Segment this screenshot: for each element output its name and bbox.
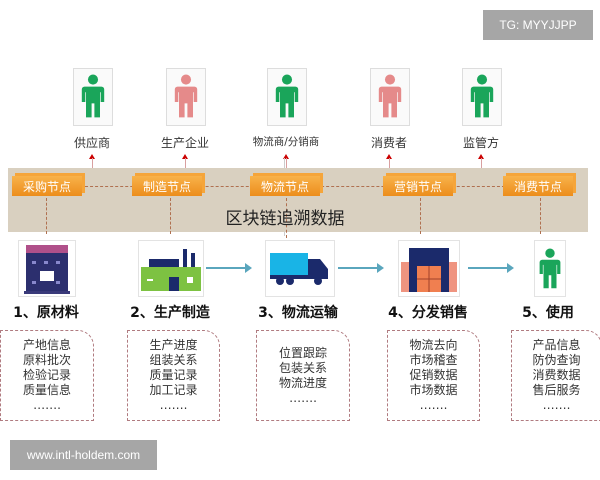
- node-drop-line: [286, 198, 287, 238]
- node-1: 制造节点: [132, 176, 202, 196]
- info-item: 组装关系: [149, 353, 198, 367]
- info-item: 市场稽查: [409, 353, 458, 367]
- participant-4: [462, 68, 502, 126]
- info-item: 产品信息: [532, 338, 581, 352]
- arrow-up-icon: [182, 154, 188, 159]
- node-drop-line: [420, 198, 421, 234]
- arrow-up-icon: [386, 154, 392, 159]
- person-icon: [167, 69, 205, 119]
- info-item: …….: [33, 398, 61, 412]
- info-item: 检验记录: [22, 368, 71, 382]
- pallet-boxes-icon: [18, 240, 76, 297]
- branch-line: [481, 158, 482, 170]
- info-item: 包装关系: [278, 360, 327, 375]
- stage-label: 5、使用: [522, 305, 574, 321]
- info-item: 加工记录: [149, 383, 198, 397]
- info-item: 消费数据: [532, 368, 581, 382]
- flow-arrow: [468, 263, 514, 273]
- info-item: 物流进度: [278, 375, 327, 390]
- node-2: 物流节点: [250, 176, 320, 196]
- stage-label: 3、物流运输: [258, 305, 338, 321]
- node-3: 营销节点: [383, 176, 453, 196]
- info-item: 售后服务: [532, 383, 581, 397]
- stage-label: 2、生产制造: [130, 305, 210, 321]
- branch-line: [185, 158, 186, 170]
- info-item: 原料批次: [22, 353, 71, 367]
- stage-label: 4、分发销售: [388, 305, 468, 321]
- person-icon: [463, 69, 501, 119]
- stage-info-box: 生产进度组装关系质量记录加工记录…….: [127, 330, 220, 421]
- info-item: …….: [419, 398, 448, 412]
- watermark-top: TG: MYYJJPP: [483, 10, 593, 40]
- participant-label: 消费者: [370, 136, 407, 150]
- stage-info-box: 产地信息原料批次检验记录质量信息…….: [0, 330, 94, 421]
- participant-label: 供应商: [73, 136, 110, 150]
- info-item: 促销数据: [409, 368, 458, 382]
- truck-icon: [265, 240, 335, 297]
- band-title: 区块链追溯数据: [225, 209, 345, 229]
- participant-1: [166, 68, 206, 126]
- info-item: 位置跟踪: [278, 345, 327, 360]
- person-icon: [534, 240, 566, 297]
- info-item: …….: [159, 398, 188, 412]
- branch-line: [92, 158, 93, 170]
- participant-3: [370, 68, 410, 126]
- person-icon: [268, 69, 306, 119]
- stage-info-box: 物流去向市场稽查促销数据市场数据…….: [387, 330, 480, 421]
- info-item: 质量信息: [22, 383, 71, 397]
- node-drop-line: [170, 198, 171, 234]
- participant-label: 监管方: [462, 136, 499, 150]
- arrow-up-icon: [283, 154, 289, 159]
- flow-arrow: [338, 263, 384, 273]
- participant-label: 物流商/分销商: [252, 136, 320, 148]
- stage-info-box: 产品信息防伪查询消费数据售后服务…….: [511, 330, 600, 421]
- stage-info-box: 位置跟踪包装关系物流进度…….: [256, 330, 350, 421]
- warehouse-icon: [398, 240, 460, 297]
- branch-line: [286, 158, 287, 170]
- info-item: …….: [542, 398, 571, 412]
- node-4: 消费节点: [503, 176, 573, 196]
- node-drop-line: [46, 198, 47, 234]
- info-item: 生产进度: [149, 338, 198, 352]
- info-item: 物流去向: [409, 338, 458, 352]
- watermark-bottom: www.intl-holdem.com: [10, 440, 157, 470]
- factory-icon: [138, 240, 204, 297]
- arrow-up-icon: [89, 154, 95, 159]
- stage-label: 1、原材料: [13, 305, 79, 321]
- person-icon: [74, 69, 112, 119]
- info-item: 防伪查询: [532, 353, 581, 367]
- info-item: 市场数据: [409, 383, 458, 397]
- branch-line: [389, 158, 390, 170]
- participant-0: [73, 68, 113, 126]
- flow-arrow: [206, 263, 252, 273]
- info-item: 质量记录: [149, 368, 198, 382]
- node-0: 采购节点: [12, 176, 82, 196]
- participant-label: 生产企业: [160, 136, 209, 150]
- person-icon: [371, 69, 409, 119]
- participant-2: [267, 68, 307, 126]
- arrow-up-icon: [478, 154, 484, 159]
- info-item: …….: [289, 390, 317, 405]
- node-drop-line: [540, 198, 541, 234]
- info-item: 产地信息: [22, 338, 71, 352]
